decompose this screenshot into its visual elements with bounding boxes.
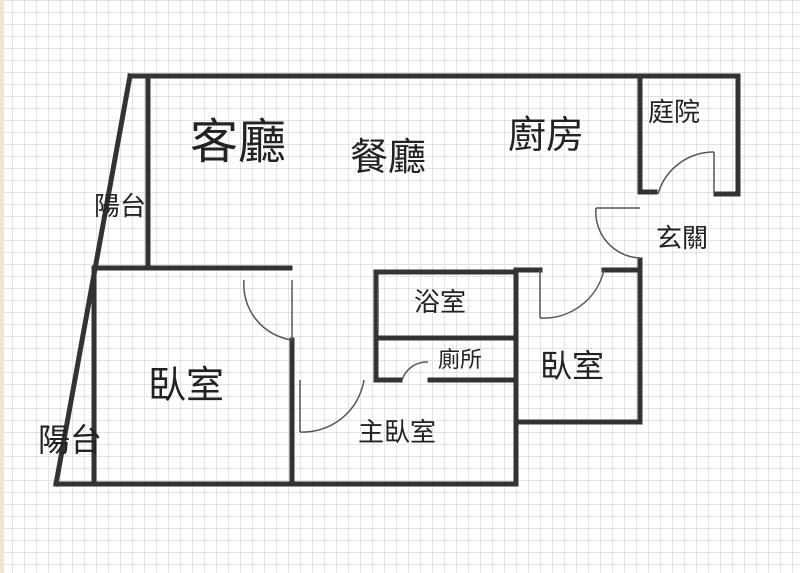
door-toilet bbox=[401, 361, 429, 381]
door-courtyard bbox=[657, 151, 715, 195]
label-living-room: 客廳 bbox=[190, 114, 287, 170]
label-kitchen: 廚房 bbox=[508, 113, 585, 157]
page-edge bbox=[0, 0, 4, 573]
label-balcony-bottom: 陽台 bbox=[38, 421, 103, 459]
label-courtyard: 庭院 bbox=[648, 98, 701, 128]
label-dining-room: 餐廳 bbox=[350, 135, 427, 179]
label-bedroom-right: 臥室 bbox=[540, 347, 605, 385]
label-entrance: 玄關 bbox=[656, 224, 709, 254]
label-toilet: 廁所 bbox=[438, 348, 483, 373]
walls bbox=[53, 73, 741, 487]
doors bbox=[243, 151, 715, 433]
door-master bbox=[299, 379, 365, 433]
wall-courtyard bbox=[637, 73, 741, 197]
label-master-bedroom: 主臥室 bbox=[358, 418, 437, 448]
door-bedroom-left bbox=[243, 279, 293, 341]
door-right-bedroom bbox=[539, 269, 605, 319]
label-bedroom-left: 臥室 bbox=[148, 363, 225, 407]
label-bathroom: 浴室 bbox=[414, 288, 467, 318]
door-entrance bbox=[595, 207, 641, 259]
label-balcony-top: 陽台 bbox=[94, 192, 147, 222]
